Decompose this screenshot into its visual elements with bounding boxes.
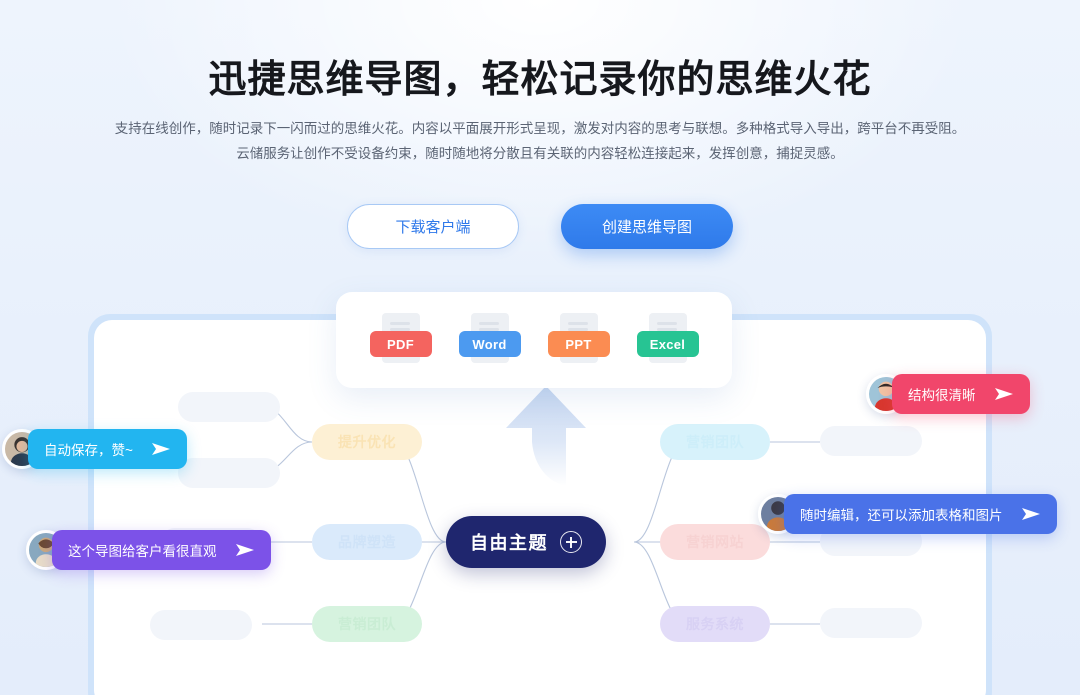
mindmap-leaf-node[interactable]: [178, 392, 280, 422]
send-icon[interactable]: [994, 386, 1014, 402]
word-file-icon[interactable]: Word: [458, 309, 521, 371]
chat-bubble[interactable]: 结构很清晰: [892, 374, 1030, 414]
pdf-label: PDF: [369, 331, 432, 357]
page-subtitle: 支持在线创作，随时记录下一闪而过的思维火花。内容以平面展开形式呈现，激发对内容的…: [75, 116, 1005, 166]
export-format-card: PDF Word PPT Excel: [336, 292, 732, 388]
chat-bubble[interactable]: 随时编辑，还可以添加表格和图片: [784, 494, 1057, 534]
excel-file-icon[interactable]: Excel: [636, 309, 699, 371]
ppt-file-icon[interactable]: PPT: [547, 309, 610, 371]
mindmap-node-1[interactable]: 品牌塑造: [312, 524, 422, 560]
mindmap-leaf-node[interactable]: [178, 458, 280, 488]
create-mindmap-button[interactable]: 创建思维导图: [561, 204, 733, 249]
chat-bubble-client-view: 这个导图给客户看很直观: [26, 530, 271, 570]
ppt-label: PPT: [547, 331, 610, 357]
plus-circle-icon[interactable]: [560, 531, 582, 553]
subtitle-line-1: 支持在线创作，随时记录下一闪而过的思维火花。内容以平面展开形式呈现，激发对内容的…: [114, 121, 966, 136]
chat-text: 自动保存，赞~: [44, 443, 133, 458]
send-icon[interactable]: [235, 542, 255, 558]
mindmap-leaf-node[interactable]: [820, 608, 922, 638]
mindmap-node-0[interactable]: 提升优化: [312, 424, 422, 460]
subtitle-line-2: 云储服务让创作不受设备约束，随时随地将分散且有关联的内容轻松连接起来，发挥创意，…: [236, 146, 844, 161]
mindmap-node-5[interactable]: 服务系统: [660, 606, 770, 642]
chat-text: 随时编辑，还可以添加表格和图片: [800, 508, 1003, 523]
chat-bubble-clear-structure: 结构很清晰: [866, 374, 1030, 414]
chat-text: 结构很清晰: [908, 388, 976, 403]
chat-bubble[interactable]: 自动保存，赞~: [28, 429, 187, 469]
mindmap-node-4[interactable]: 营销网站: [660, 524, 770, 560]
send-icon[interactable]: [1021, 506, 1041, 522]
send-icon[interactable]: [151, 441, 171, 457]
mindmap-leaf-node[interactable]: [820, 426, 922, 456]
center-node-label: 自由主题: [470, 533, 548, 553]
chat-bubble-auto-save: 自动保存，赞~: [2, 429, 187, 469]
word-label: Word: [458, 331, 521, 357]
pdf-file-icon[interactable]: PDF: [369, 309, 432, 371]
mindmap-center-node[interactable]: 自由主题: [446, 516, 606, 568]
chat-bubble-edit-anytime: 随时编辑，还可以添加表格和图片: [758, 494, 1057, 534]
page-title: 迅捷思维导图，轻松记录你的思维火花: [208, 59, 872, 101]
mindmap-leaf-node[interactable]: [150, 610, 252, 640]
chat-text: 这个导图给客户看很直观: [68, 544, 217, 559]
chat-bubble[interactable]: 这个导图给客户看很直观: [52, 530, 271, 570]
download-client-button[interactable]: 下载客户端: [347, 204, 519, 249]
excel-label: Excel: [636, 331, 699, 357]
mindmap-node-2[interactable]: 营销团队: [312, 606, 422, 642]
cta-button-row: 下载客户端 创建思维导图: [347, 204, 733, 249]
mindmap-node-3[interactable]: 营销团队: [660, 424, 770, 460]
